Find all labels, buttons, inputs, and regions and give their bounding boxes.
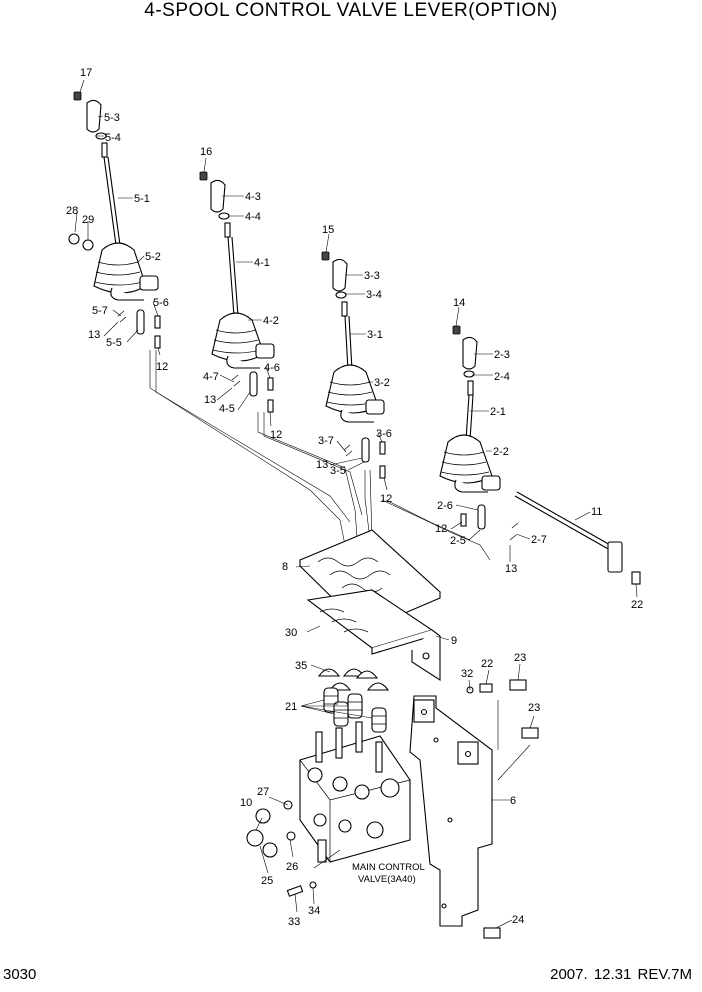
callout-5-2: 5-2 (145, 251, 161, 263)
callout-4-1: 4-1 (254, 257, 270, 269)
callout-35: 35 (295, 660, 307, 672)
callout-3-2: 3-2 (374, 377, 390, 389)
callout-6: 6 (510, 795, 516, 807)
callout-12: 12 (270, 429, 282, 441)
callout-4-5: 4-5 (219, 403, 235, 415)
callout-2-4: 2-4 (494, 371, 510, 383)
callout-27: 27 (257, 786, 269, 798)
callout-10: 10 (240, 797, 252, 809)
callout-9: 9 (451, 635, 457, 647)
callout-5-1: 5-1 (134, 193, 150, 205)
callout-23: 23 (514, 652, 526, 664)
callout-5-6: 5-6 (153, 297, 169, 309)
revision-date: 2007. 12.31 REV.7M (550, 966, 692, 983)
callout-11: 11 (591, 506, 602, 518)
note-main-control-valve-line1: MAIN CONTROL (352, 862, 425, 873)
callout-2-5: 2-5 (450, 535, 466, 547)
callout-5-7: 5-7 (92, 305, 108, 317)
callout-labels: 17 5-3 5-4 5-1 28 29 5-2 5-6 5-7 13 5-5 … (66, 67, 643, 928)
callout-5-3: 5-3 (104, 112, 120, 124)
callout-3-5: 3-5 (330, 465, 346, 477)
lever-assembly-5 (68, 91, 161, 349)
lever-assembly-3 (321, 251, 386, 479)
callout-3-3: 3-3 (364, 270, 380, 282)
callout-2-2: 2-2 (493, 446, 509, 458)
callout-13: 13 (316, 459, 328, 471)
callout-4-2: 4-2 (263, 315, 279, 327)
callout-12: 12 (435, 523, 447, 535)
callout-4-3: 4-3 (245, 191, 261, 203)
valve-fittings (246, 800, 341, 897)
callout-13: 13 (88, 329, 100, 341)
callout-5-5: 5-5 (106, 337, 122, 349)
callout-2-3: 2-3 (494, 349, 510, 361)
callout-21: 21 (285, 701, 297, 713)
callout-22: 22 (481, 658, 493, 670)
callout-2-6: 2-6 (437, 500, 453, 512)
callout-3-4: 3-4 (366, 289, 382, 301)
callout-34: 34 (308, 905, 320, 917)
callout-12: 12 (380, 493, 392, 505)
callout-3-1: 3-1 (367, 329, 383, 341)
callout-24: 24 (512, 914, 524, 926)
callout-8: 8 (282, 561, 288, 573)
leader-lines (74, 79, 638, 929)
callout-15: 15 (322, 224, 334, 236)
callout-2-1: 2-1 (490, 406, 506, 418)
callout-25: 25 (261, 875, 273, 887)
callout-12: 12 (156, 361, 168, 373)
linkage-guide-lines (149, 350, 491, 576)
callout-2-7: 2-7 (531, 534, 547, 546)
main-control-valve (299, 721, 411, 863)
spool-caps-and-boots (317, 668, 390, 733)
callout-5-4: 5-4 (105, 132, 121, 144)
callout-26: 26 (286, 861, 298, 873)
lever-assembly-4 (199, 171, 275, 413)
callout-3-7: 3-7 (318, 435, 334, 447)
lever-assembly-2 (439, 325, 641, 585)
callout-14: 14 (453, 297, 465, 309)
callout-17: 17 (80, 67, 92, 79)
mounting-bracket (409, 679, 539, 939)
callout-33: 33 (288, 916, 300, 928)
callout-3-6: 3-6 (376, 428, 392, 440)
callout-28: 28 (66, 205, 78, 217)
callout-13: 13 (204, 394, 216, 406)
note-main-control-valve-line2: VALVE(3A40) (358, 874, 416, 885)
callout-22: 22 (631, 599, 643, 611)
callout-4-7: 4-7 (203, 371, 219, 383)
callout-32: 32 (461, 668, 473, 680)
callout-13: 13 (505, 563, 517, 575)
callout-30: 30 (285, 627, 297, 639)
callout-29: 29 (82, 214, 94, 226)
page-number: 3030 (3, 966, 37, 983)
callout-23: 23 (528, 702, 540, 714)
callout-4-4: 4-4 (245, 211, 261, 223)
guide-plates (299, 529, 442, 682)
callout-4-6: 4-6 (264, 362, 280, 374)
page-title: 4-SPOOL CONTROL VALVE LEVER(OPTION) (144, 0, 558, 21)
callout-16: 16 (200, 146, 212, 158)
